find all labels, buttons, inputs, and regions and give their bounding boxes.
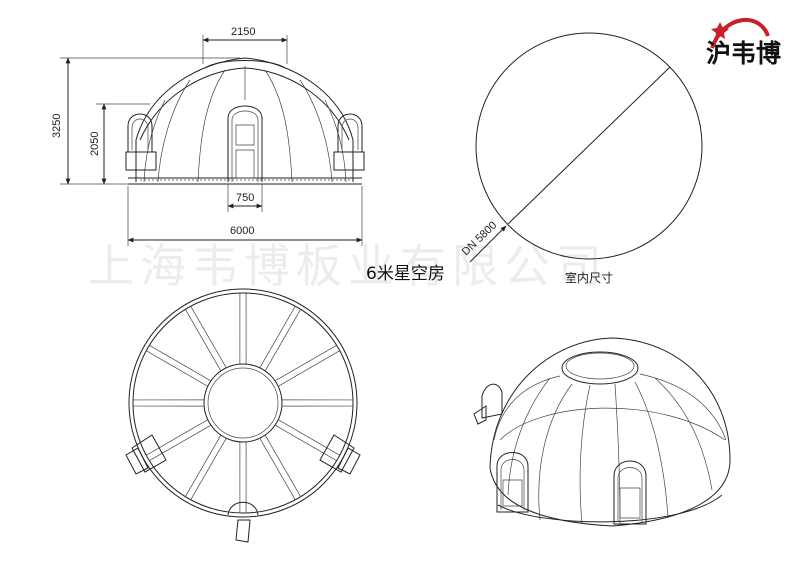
dim-total-height: 3250 xyxy=(51,57,240,185)
svg-text:2050: 2050 xyxy=(89,132,101,156)
star-swoosh-icon xyxy=(710,18,770,49)
top-view xyxy=(125,288,361,543)
dome-outline xyxy=(135,57,354,182)
panel-rib xyxy=(190,438,227,500)
panel-rib xyxy=(264,434,301,497)
panel-rib xyxy=(185,309,222,372)
panel-rib xyxy=(146,419,208,456)
panel-rib xyxy=(259,306,296,368)
svg-text:3250: 3250 xyxy=(51,114,63,138)
right-dormer-window xyxy=(333,113,365,171)
product-title: 6米星空房 xyxy=(366,264,445,284)
perspective-right-door xyxy=(613,460,647,525)
outer-ring xyxy=(128,288,358,518)
top-dormer-right xyxy=(319,434,361,475)
front-door xyxy=(227,105,263,182)
svg-text:750: 750 xyxy=(236,192,254,204)
panel-rib xyxy=(274,345,337,382)
svg-text:2150: 2150 xyxy=(231,26,255,38)
company-watermark: 上海韦博板业有限公司 xyxy=(88,239,608,293)
skylight-circle xyxy=(203,363,283,443)
panel-rib xyxy=(274,424,337,461)
perspective-back-dormer xyxy=(473,383,503,425)
panel-rib xyxy=(259,438,296,500)
skylight-cap xyxy=(204,60,286,69)
top-door xyxy=(227,501,259,543)
panel-rib xyxy=(190,306,227,368)
roof-panels xyxy=(133,293,353,513)
interior-caption: 室内尺寸 xyxy=(565,270,613,285)
leader-line xyxy=(469,225,507,263)
dome-inner-curve xyxy=(139,67,350,141)
front-elevation: 2150 3250 2050 750 6000 xyxy=(51,26,365,246)
company-logo: 沪韦博 xyxy=(706,18,781,68)
panel-rib xyxy=(149,345,212,382)
left-dormer-window xyxy=(125,113,157,171)
interior-circle xyxy=(475,32,703,260)
dim-top-width: 2150 xyxy=(202,26,288,64)
panel-rib xyxy=(278,419,340,456)
dim-total-width: 6000 xyxy=(127,186,363,246)
panel-rib xyxy=(264,309,301,372)
top-dormer-left xyxy=(125,434,167,475)
perspective-view xyxy=(473,337,731,527)
panel-rib xyxy=(185,434,222,497)
dim-wall-height: 2050 xyxy=(89,103,150,185)
panel-rib xyxy=(278,350,340,387)
diameter-line xyxy=(507,66,671,225)
svg-text:6000: 6000 xyxy=(230,225,254,237)
logo-text: 沪韦博 xyxy=(706,39,781,68)
perspective-skylight xyxy=(561,351,639,385)
panel-rib xyxy=(146,350,208,387)
panel-rib xyxy=(149,424,212,461)
perspective-left-door xyxy=(496,452,529,513)
dim-door-width: 750 xyxy=(227,184,263,212)
